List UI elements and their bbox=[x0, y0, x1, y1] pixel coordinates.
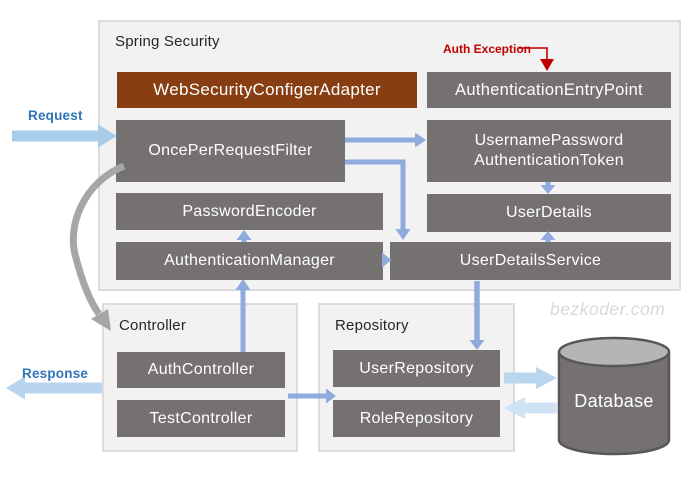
auth-controller-box: AuthController bbox=[117, 352, 285, 388]
username-password-authentication-token-box: UsernamePassword AuthenticationToken bbox=[427, 120, 671, 182]
authentication-entry-point-box: AuthenticationEntryPoint bbox=[427, 72, 671, 108]
response-label: Response bbox=[22, 366, 89, 381]
role-repository-box: RoleRepository bbox=[333, 400, 500, 437]
spring-security-label: Spring Security bbox=[115, 33, 220, 50]
username-password-token-line2: AuthenticationToken bbox=[474, 152, 624, 169]
auth-exception-label: Auth Exception bbox=[443, 42, 532, 56]
watermark: bezkoder.com bbox=[550, 299, 666, 319]
username-password-token-line1: UsernamePassword bbox=[474, 132, 624, 149]
controller-label: Controller bbox=[119, 317, 187, 334]
user-details-service-box: UserDetailsService bbox=[390, 242, 671, 280]
database-cylinder-icon bbox=[557, 336, 671, 456]
test-controller-box: TestController bbox=[117, 400, 285, 437]
repository-label: Repository bbox=[335, 317, 409, 334]
password-encoder-box: PasswordEncoder bbox=[116, 193, 383, 230]
user-repository-box: UserRepository bbox=[333, 350, 500, 387]
database-label: Database bbox=[574, 391, 654, 411]
user-details-box: UserDetails bbox=[427, 194, 671, 232]
web-security-configer-adapter-box: WebSecurityConfigerAdapter bbox=[117, 72, 417, 108]
request-label: Request bbox=[28, 108, 83, 123]
authentication-manager-box: AuthenticationManager bbox=[116, 242, 383, 280]
once-per-request-filter-box: OncePerRequestFilter bbox=[116, 120, 345, 182]
